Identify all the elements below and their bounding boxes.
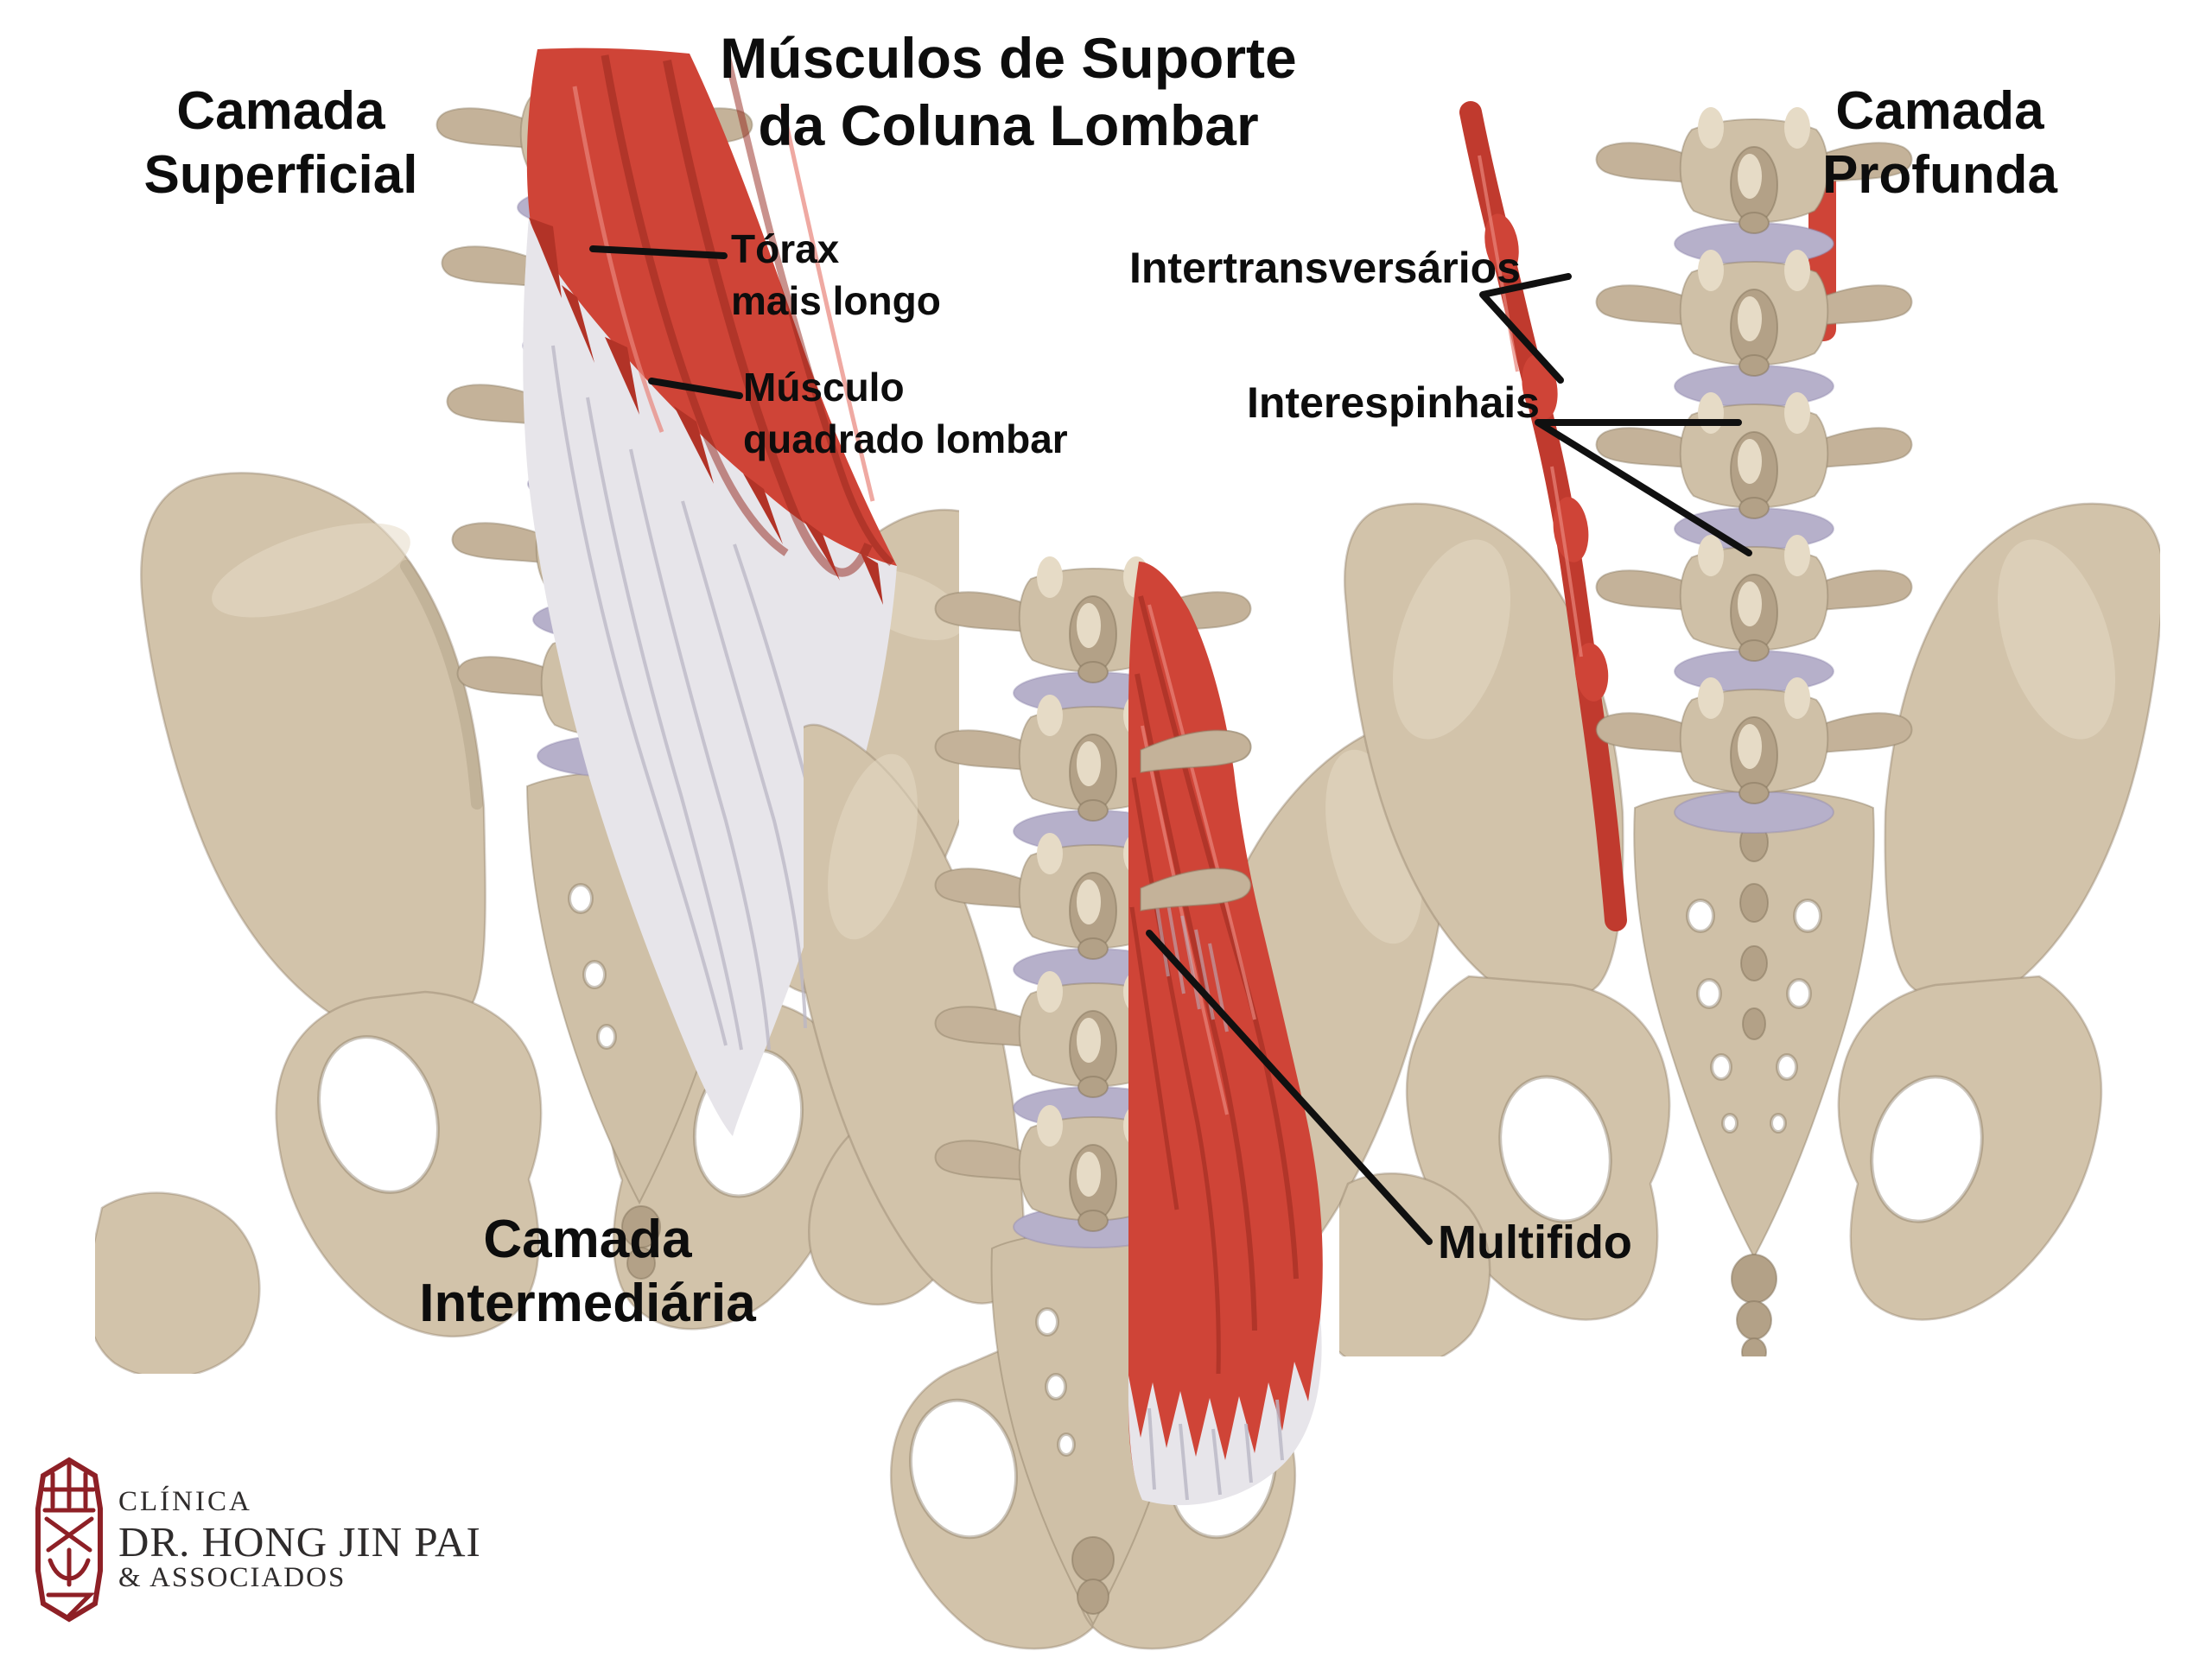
logo-clinica-text: CLÍNICA xyxy=(118,1486,252,1517)
clinic-seal-icon xyxy=(35,1457,103,1623)
annotation-intertransversarios: Intertransversários xyxy=(1128,244,1521,292)
label-camada-intermediaria: Camada Intermediária xyxy=(419,1210,756,1333)
figure-profunda-illustration xyxy=(1339,101,2160,1356)
annotation-multifido: Multifido xyxy=(1438,1217,1632,1268)
label-camada-profunda: Camada Profunda xyxy=(1821,81,2058,205)
annotation-torax-mais-longo: Tórax mais longo xyxy=(731,226,941,323)
lumbar-spine xyxy=(1595,106,1913,804)
annotation-interespinhais: Interespinhais xyxy=(1247,378,1540,427)
label-camada-superficial: Camada Superficial xyxy=(143,81,418,205)
logo-doctor-name: DR. HONG JIN PAI xyxy=(118,1518,481,1566)
logo-associados-text: & ASSOCIADOS xyxy=(118,1562,346,1593)
annotation-musculo-quadrado-lombar: Músculo quadrado lombar xyxy=(743,365,1068,461)
page-title: Músculos de Suporte da Coluna Lombar xyxy=(720,26,1297,157)
femur-bone xyxy=(95,1191,261,1374)
